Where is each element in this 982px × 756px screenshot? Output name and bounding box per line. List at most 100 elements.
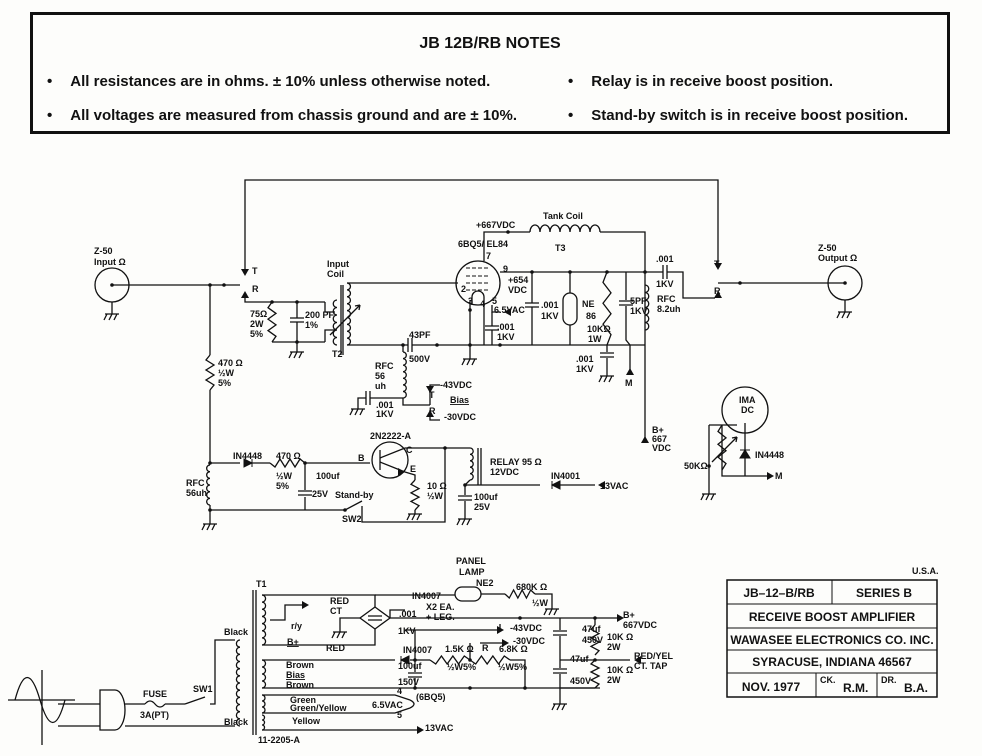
bp-label: B+ [287,637,299,647]
pin-label: 5 [492,296,497,306]
relay-label: RELAY 95 Ω [490,457,542,467]
junction [593,616,597,620]
resistor [266,301,278,343]
input-jack-label: Z-50 [94,246,113,256]
pin-label: 2 [461,284,466,294]
wire [324,329,335,342]
wire [721,425,770,477]
c47a-label: 450V [582,635,603,645]
c-bias-label: 1KV [376,409,394,419]
junction [843,281,847,285]
capacitor-screen [525,302,539,308]
sw1-label: SW1 [193,684,213,694]
checked-by: R.M. [843,681,868,695]
v30-label: -30VDC [513,636,546,646]
junction [568,270,572,274]
junction [208,508,212,512]
d4007a-label: IN4007 [412,591,441,601]
wire [389,609,405,618]
diode-label: IN4448 [233,451,262,461]
r68-label: ½W5% [498,662,527,672]
junction [506,230,510,234]
arrow-icon [502,639,509,647]
meter-diode-label: IN4448 [755,450,784,460]
c43-label: 43PF [409,330,431,340]
c-tube-label: .001 [497,322,515,332]
variable-arrow-icon [329,304,361,336]
capacitor-heater [485,325,499,331]
c-bottom-label: 1KV [576,364,594,374]
relay-label: 12VDC [490,467,520,477]
cap-label: 100uf [316,471,341,481]
transformer-core [252,590,257,735]
power-labels: T1 RED CT r/y B+ RED Black Black FUSE 3A… [140,556,674,745]
transformer-bias-winding [261,659,267,689]
rfc56-label: 56 [375,371,385,381]
wire [483,231,530,261]
r15-label: 1.5K Ω [445,644,474,654]
junction [738,281,742,285]
c-screen-label: 1KV [541,311,559,321]
input-coil-primary [332,299,338,346]
rfc-8-2uh-icon [644,284,650,331]
junction [468,308,472,312]
red-label: RED [326,643,346,653]
ctap-label: CT. TAP [634,661,667,671]
ground-icon [551,700,567,711]
black-label: Black [224,717,249,727]
arrow-icon [617,614,624,622]
vac2-label: 13VAC [425,723,454,733]
meter-m-label: M [775,471,783,481]
rfc82-label: RFC [657,294,676,304]
d4007b-label: IN4007 [403,645,432,655]
wire [210,639,235,705]
relay-r-label: R [252,284,259,294]
vac-label: 13VAC [600,481,629,491]
arrow-icon [767,472,774,480]
screen-voltage: VDC [508,285,528,295]
ground-icon [406,510,422,521]
arrow-icon [398,468,405,476]
junction [222,283,226,287]
heater2-label: 6.5VAC [372,700,403,710]
note-standby: Stand-by switch is in receive boost posi… [568,107,908,124]
c47b-label: 47uf [570,654,590,664]
bias-r: R [429,406,436,416]
junction [707,464,711,468]
tube-icon [455,260,501,306]
c-tube-label: 1KV [497,332,515,342]
rfc-56uh-icon [206,464,211,506]
input-coil-label: Input [327,259,349,269]
wire [379,447,406,459]
lamp-label: LAMP [459,567,485,577]
rfc-label: 56uh [186,488,207,498]
wire-label: Bias [286,670,305,680]
note-resistances: All resistances are in ohms. ± 10% unles… [47,73,490,90]
arrow-icon [598,481,605,489]
sw2-label: SW2 [342,514,362,524]
wire [402,398,430,406]
neon-lamp-icon [562,292,578,326]
arrow-icon [714,291,722,298]
ne86-label: 86 [586,311,596,321]
meter-icon [721,386,769,434]
resistor-680k [504,588,536,600]
bridge-rectifier-icon [358,606,392,630]
arrow-icon [241,291,249,298]
wire [324,302,335,313]
cap-label: 25V [312,489,328,499]
r470-label: 5% [218,378,231,388]
capacitor-100uf-relay [458,495,472,501]
pin5-label: 5 [397,710,402,720]
series: SERIES B [856,586,912,600]
m-label: M [625,378,633,388]
capacitor-43pf [407,338,413,352]
product-name: RECEIVE BOOST AMPLIFIER [749,610,916,624]
base-label: B [358,453,365,463]
resistor-10 [409,479,421,511]
collector-label: C [406,445,413,455]
arrow-icon [714,263,722,270]
r470-label: ½W [218,368,235,378]
junction [208,461,212,465]
input-coil-label: Coil [327,269,344,279]
